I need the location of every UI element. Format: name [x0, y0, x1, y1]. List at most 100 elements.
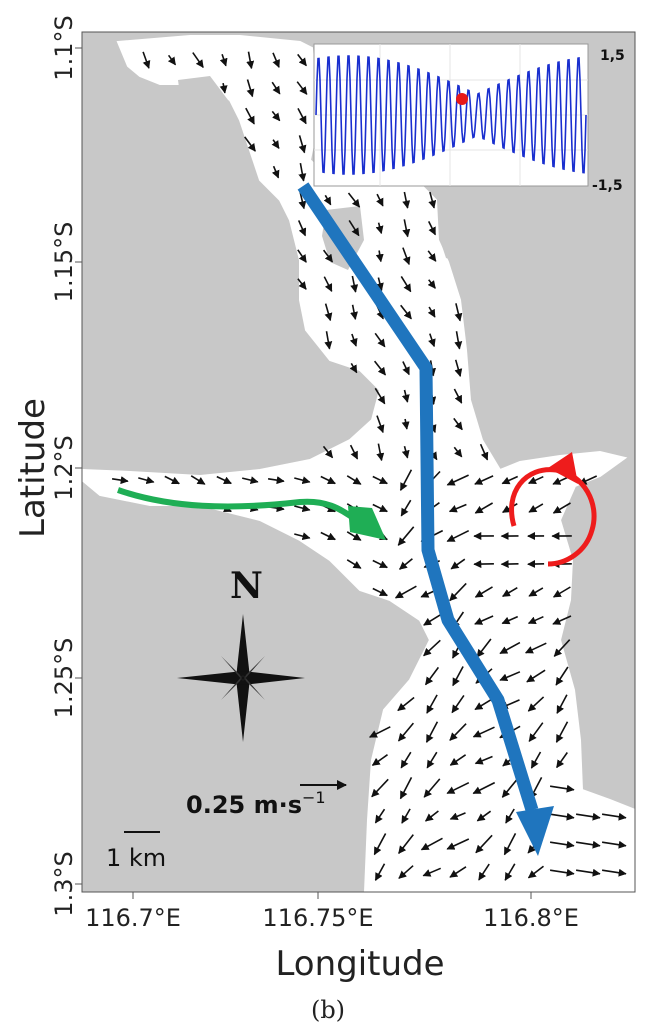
velocity-vector — [527, 865, 544, 879]
velocity-vector — [350, 304, 358, 320]
velocity-vector — [397, 696, 415, 712]
velocity-vector — [272, 52, 280, 68]
island-north — [178, 76, 232, 150]
y-tick-label: 1.25°S — [50, 638, 78, 719]
velocity-vector — [453, 417, 463, 431]
velocity-scale-label: 0.25 m·s−1 — [186, 788, 326, 819]
velocity-vector — [347, 192, 361, 208]
velocity-vector — [398, 865, 414, 879]
velocity-vector — [399, 469, 413, 492]
velocity-vector — [402, 191, 411, 209]
inflow-arrowhead — [348, 506, 386, 540]
velocity-vector — [324, 331, 333, 350]
velocity-vector — [427, 306, 436, 318]
velocity-vector — [371, 754, 388, 766]
velocity-vector — [451, 694, 465, 714]
velocity-vector — [449, 582, 467, 602]
compass-e-point — [243, 671, 305, 685]
compass-n-point — [236, 614, 250, 678]
velocity-vector — [424, 810, 439, 822]
velocity-vector — [267, 476, 285, 485]
velocity-vector — [527, 475, 544, 485]
velocity-vector — [323, 276, 333, 293]
velocity-vector — [324, 303, 333, 322]
tide-inset: 1,5 -1,5 — [313, 43, 625, 194]
velocity-vector — [298, 135, 307, 154]
velocity-vector — [474, 697, 494, 711]
velocity-vector — [474, 586, 493, 598]
x-tick-label: 116.8°E — [483, 904, 579, 932]
velocity-vector — [449, 812, 466, 821]
velocity-vector — [428, 333, 436, 348]
inset-y-max-label: 1,5 — [600, 48, 625, 64]
velocity-vector — [401, 445, 410, 459]
velocity-vector — [472, 726, 495, 738]
velocity-vector — [553, 639, 571, 657]
velocity-vector — [454, 331, 463, 350]
velocity-vector — [556, 694, 568, 714]
velocity-vector — [528, 722, 544, 742]
velocity-vector — [549, 868, 575, 877]
velocity-vector — [372, 587, 388, 597]
compass-north-label: N — [230, 565, 263, 607]
compass-w-point — [177, 671, 243, 685]
velocity-vector — [478, 863, 490, 881]
eddy-arrowhead — [548, 452, 578, 484]
velocity-vector — [505, 808, 515, 824]
velocity-vector — [246, 51, 255, 70]
velocity-vector — [446, 529, 470, 543]
velocity-vector — [402, 219, 411, 238]
velocity-vector — [476, 638, 492, 658]
velocity-vector — [575, 868, 601, 877]
velocity-vector — [298, 162, 307, 182]
velocity-vector — [376, 443, 385, 462]
velocity-vector — [374, 808, 386, 824]
x-ticks — [132, 892, 532, 899]
velocity-vector — [474, 615, 494, 625]
velocity-vector — [453, 446, 463, 458]
velocity-vector — [372, 503, 388, 513]
velocity-vector — [167, 54, 177, 66]
velocity-vector — [502, 587, 518, 597]
velocity-vector — [320, 475, 336, 485]
estuary-water — [82, 35, 635, 892]
velocity-vector — [373, 360, 387, 376]
velocity-vector — [575, 840, 601, 849]
velocity-vector — [397, 526, 415, 546]
velocity-vector — [322, 249, 334, 263]
velocity-vector — [446, 838, 470, 850]
velocity-vector — [190, 475, 206, 485]
velocity-vector — [219, 53, 228, 67]
velocity-vector — [501, 475, 519, 485]
velocity-vector — [297, 249, 307, 263]
velocity-vector — [297, 278, 307, 290]
velocity-vector — [368, 726, 391, 738]
y-tick-label: 1.15°S — [50, 222, 78, 303]
velocity-vector — [420, 837, 443, 851]
velocity-vector — [422, 867, 442, 877]
velocity-vector — [374, 332, 386, 348]
velocity-vector — [528, 587, 544, 597]
velocity-vector — [472, 781, 496, 795]
eddy-arrow — [509, 467, 597, 567]
velocity-vector — [499, 671, 521, 682]
compass-diagonals — [221, 656, 265, 700]
velocity-vector — [346, 475, 362, 485]
velocity-vector — [530, 751, 542, 769]
velocity-vector — [423, 778, 441, 798]
velocity-vector — [476, 810, 492, 822]
velocity-vector — [453, 388, 463, 404]
velocity-vector — [499, 641, 521, 655]
velocity-vector — [349, 362, 358, 374]
velocity-vector — [474, 502, 494, 514]
inflow-arrow — [117, 487, 358, 523]
velocity-vector — [454, 303, 463, 322]
velocity-vector — [526, 669, 546, 683]
velocity-vector — [601, 812, 627, 821]
velocity-vector — [427, 250, 437, 262]
velocity-vector — [192, 52, 204, 69]
velocity-vector — [297, 220, 307, 237]
velocity-vector — [549, 784, 575, 793]
y-tick-label: 1.1°S — [50, 15, 78, 80]
velocity-vector — [555, 666, 569, 686]
